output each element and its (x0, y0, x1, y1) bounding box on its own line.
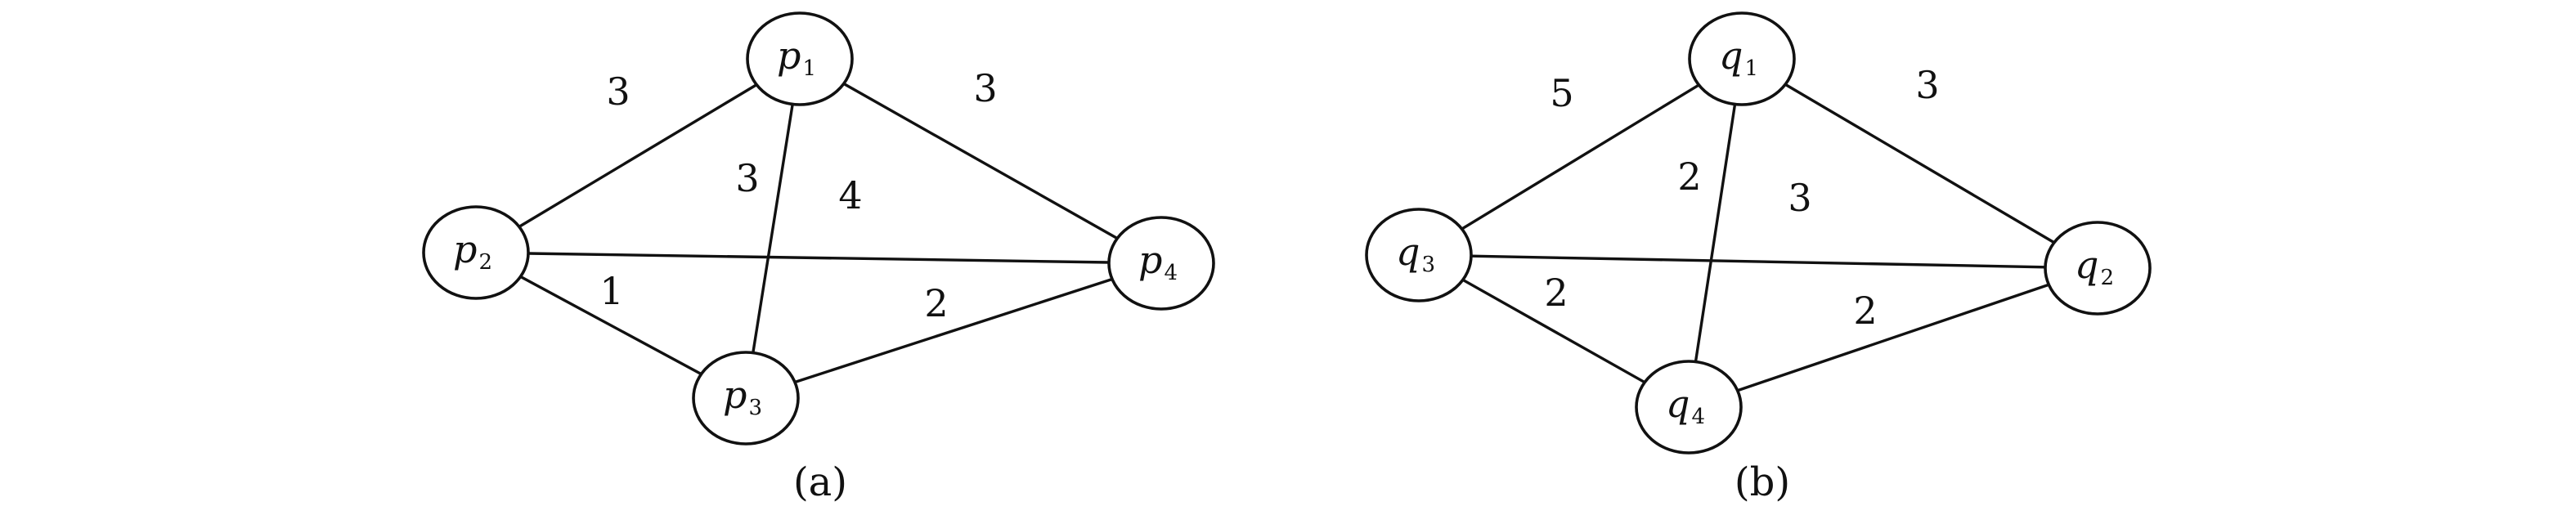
edge-p3-p4 (794, 277, 1113, 384)
node-label-base: p (723, 373, 747, 417)
node-label: p3 (723, 373, 762, 420)
node-label-base: q (2075, 243, 2098, 287)
edge-p1-p2 (518, 83, 758, 228)
edge-weight-p1-p3: 3 (735, 156, 759, 200)
node-label: p2 (453, 227, 492, 275)
node-label-base: p (777, 34, 801, 78)
node-q1: q1 (1688, 11, 1796, 106)
node-label-base: q (1396, 230, 1420, 274)
graph-caption-a: (a) (793, 459, 847, 505)
node-p1: p1 (746, 11, 854, 106)
edge-weight-p1-p4: 3 (973, 66, 997, 110)
node-p4: p4 (1107, 216, 1215, 311)
node-circle (1107, 216, 1215, 311)
node-label-subscript: 1 (802, 56, 816, 81)
node-label: p1 (777, 34, 816, 81)
node-label-subscript: 4 (1691, 405, 1705, 429)
node-label: q1 (1719, 34, 1758, 81)
edge-weight-q4-q2: 2 (1853, 289, 1877, 333)
node-circle (746, 11, 854, 106)
node-label-subscript: 3 (748, 396, 762, 420)
node-p3: p3 (692, 351, 800, 446)
edge-q1-q4 (1694, 104, 1737, 362)
edge-weight-q1-q4: 2 (1677, 155, 1701, 199)
node-p2: p2 (422, 205, 530, 300)
node-label-base: q (1719, 34, 1743, 78)
node-q3: q3 (1365, 208, 1473, 302)
node-label: q3 (1396, 230, 1435, 277)
edge-p2-p3 (519, 275, 702, 376)
node-q2: q2 (2044, 221, 2152, 316)
edge-q4-q2 (1737, 283, 2049, 392)
edge-weight-q1-q2: 3 (1915, 63, 1939, 107)
node-circle (2044, 221, 2152, 316)
edge-p2-p4 (527, 252, 1110, 264)
node-circle (1635, 360, 1743, 455)
node-label-base: p (1138, 238, 1162, 282)
edge-p1-p3 (752, 104, 794, 353)
node-label: p4 (1138, 238, 1178, 285)
node-circle (692, 351, 800, 446)
node-label-subscript: 4 (1164, 261, 1178, 285)
node-label: q2 (2075, 243, 2114, 290)
graph-caption-b: (b) (1735, 459, 1790, 505)
edge-weight-q3-q4: 2 (1544, 271, 1568, 315)
node-label-subscript: 3 (1421, 253, 1435, 277)
edge-q3-q4 (1461, 278, 1646, 384)
node-label-subscript: 1 (1744, 56, 1758, 81)
node-label-base: p (453, 227, 477, 271)
edge-weight-p2-p3: 1 (599, 269, 623, 313)
edge-p1-p4 (842, 82, 1119, 240)
edge-weight-p1-p2: 3 (606, 69, 630, 114)
node-label-base: q (1666, 382, 1690, 426)
node-circle (1365, 208, 1473, 302)
node-circle (1688, 11, 1796, 106)
edge-q3-q2 (1470, 254, 2046, 269)
edge-weight-p2-p4: 4 (838, 173, 862, 217)
node-label-subscript: 2 (2100, 266, 2114, 290)
edge-weight-q1-q3: 5 (1550, 71, 1573, 115)
node-label: q4 (1666, 382, 1705, 429)
edge-q1-q3 (1461, 83, 1700, 231)
node-circle (422, 205, 530, 300)
edge-weight-q3-q2: 3 (1788, 176, 1811, 220)
node-label-subscript: 2 (478, 250, 492, 275)
node-q4: q4 (1635, 360, 1743, 455)
edge-q1-q2 (1784, 83, 2055, 244)
edge-weight-p3-p4: 2 (924, 281, 948, 325)
